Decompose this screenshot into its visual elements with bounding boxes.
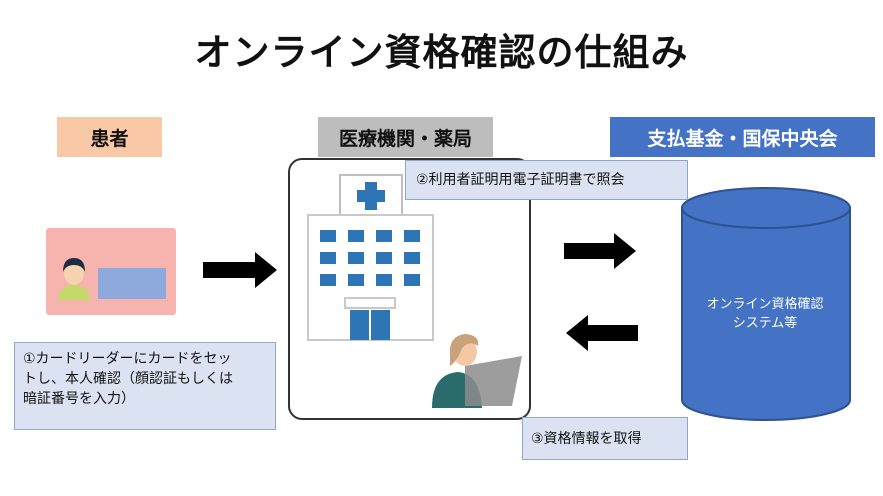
database-label-line2: システム等	[732, 316, 798, 331]
card-person-body	[58, 285, 90, 300]
cross-horizontal	[357, 190, 385, 202]
card-person-hair	[63, 258, 85, 272]
card-person-face	[64, 261, 84, 285]
note-patient-line2: トし、本人確認（顔認証もしくは	[23, 371, 233, 387]
hospital-windows	[320, 230, 420, 286]
hospital-awning	[344, 297, 396, 309]
left-arrow-icon	[566, 315, 638, 351]
hospital-building-icon	[307, 174, 522, 408]
note-verify-certificate: ②利用者証明用電子証明書で照会	[405, 160, 688, 200]
database-cylinder-icon	[681, 187, 851, 421]
page-title: オンライン資格確認の仕組み	[194, 31, 689, 74]
card-chip	[98, 268, 166, 299]
facility-box	[288, 158, 531, 420]
right-arrow-icon	[564, 233, 636, 269]
note-patient-line3: 暗証番号を入力）	[23, 391, 135, 407]
note-patient-line1: ①カードリーダーにカードをセッ	[23, 351, 232, 367]
staff-with-laptop-icon	[432, 334, 522, 408]
facility-label: 医療機関・薬局	[318, 117, 493, 157]
patient-label: 患者	[57, 117, 162, 157]
note-acquire-info: ③資格情報を取得	[522, 417, 688, 460]
id-card-icon	[46, 228, 176, 315]
right-arrow-icon	[203, 252, 277, 288]
card-illustration	[58, 258, 166, 300]
database-label-line1: オンライン資格確認	[706, 297, 824, 312]
database-label: オンライン資格確認 システム等	[680, 295, 850, 333]
payer-label: 支払基金・国保中央会	[610, 117, 875, 157]
note-patient-step: ①カードリーダーにカードをセッ トし、本人確認（顔認証もしくは 暗証番号を入力）	[14, 342, 276, 430]
